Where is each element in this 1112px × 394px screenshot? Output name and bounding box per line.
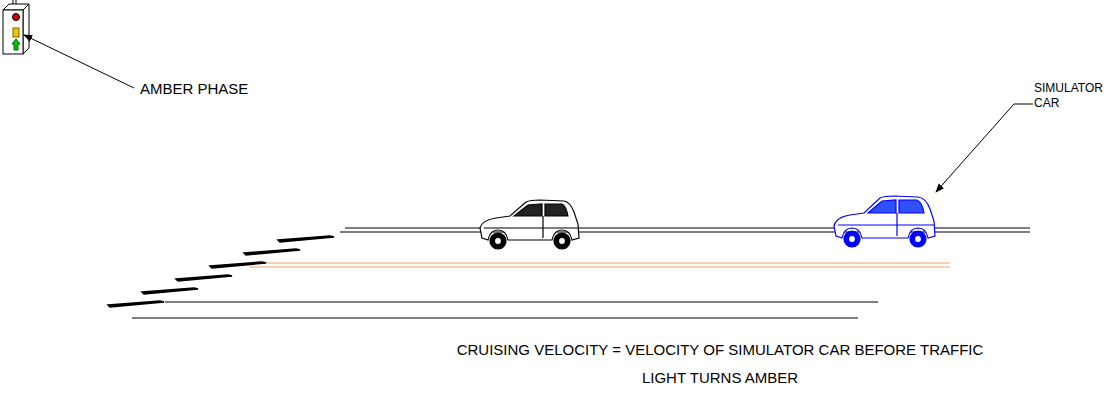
callout-label: AMBER PHASE [140, 80, 300, 98]
leader-line [936, 104, 1033, 192]
leader-line [24, 35, 134, 88]
caption-note: CRUISING VELOCITY = VELOCITY OF SIMULATO… [440, 336, 1000, 392]
traffic-light [3, 0, 29, 54]
simulator-car [834, 196, 935, 247]
callout-label: SIMULATOR CAR [1034, 81, 1106, 111]
road-lines [132, 228, 1030, 318]
car [480, 200, 579, 249]
crosswalk-stripes [108, 236, 334, 307]
